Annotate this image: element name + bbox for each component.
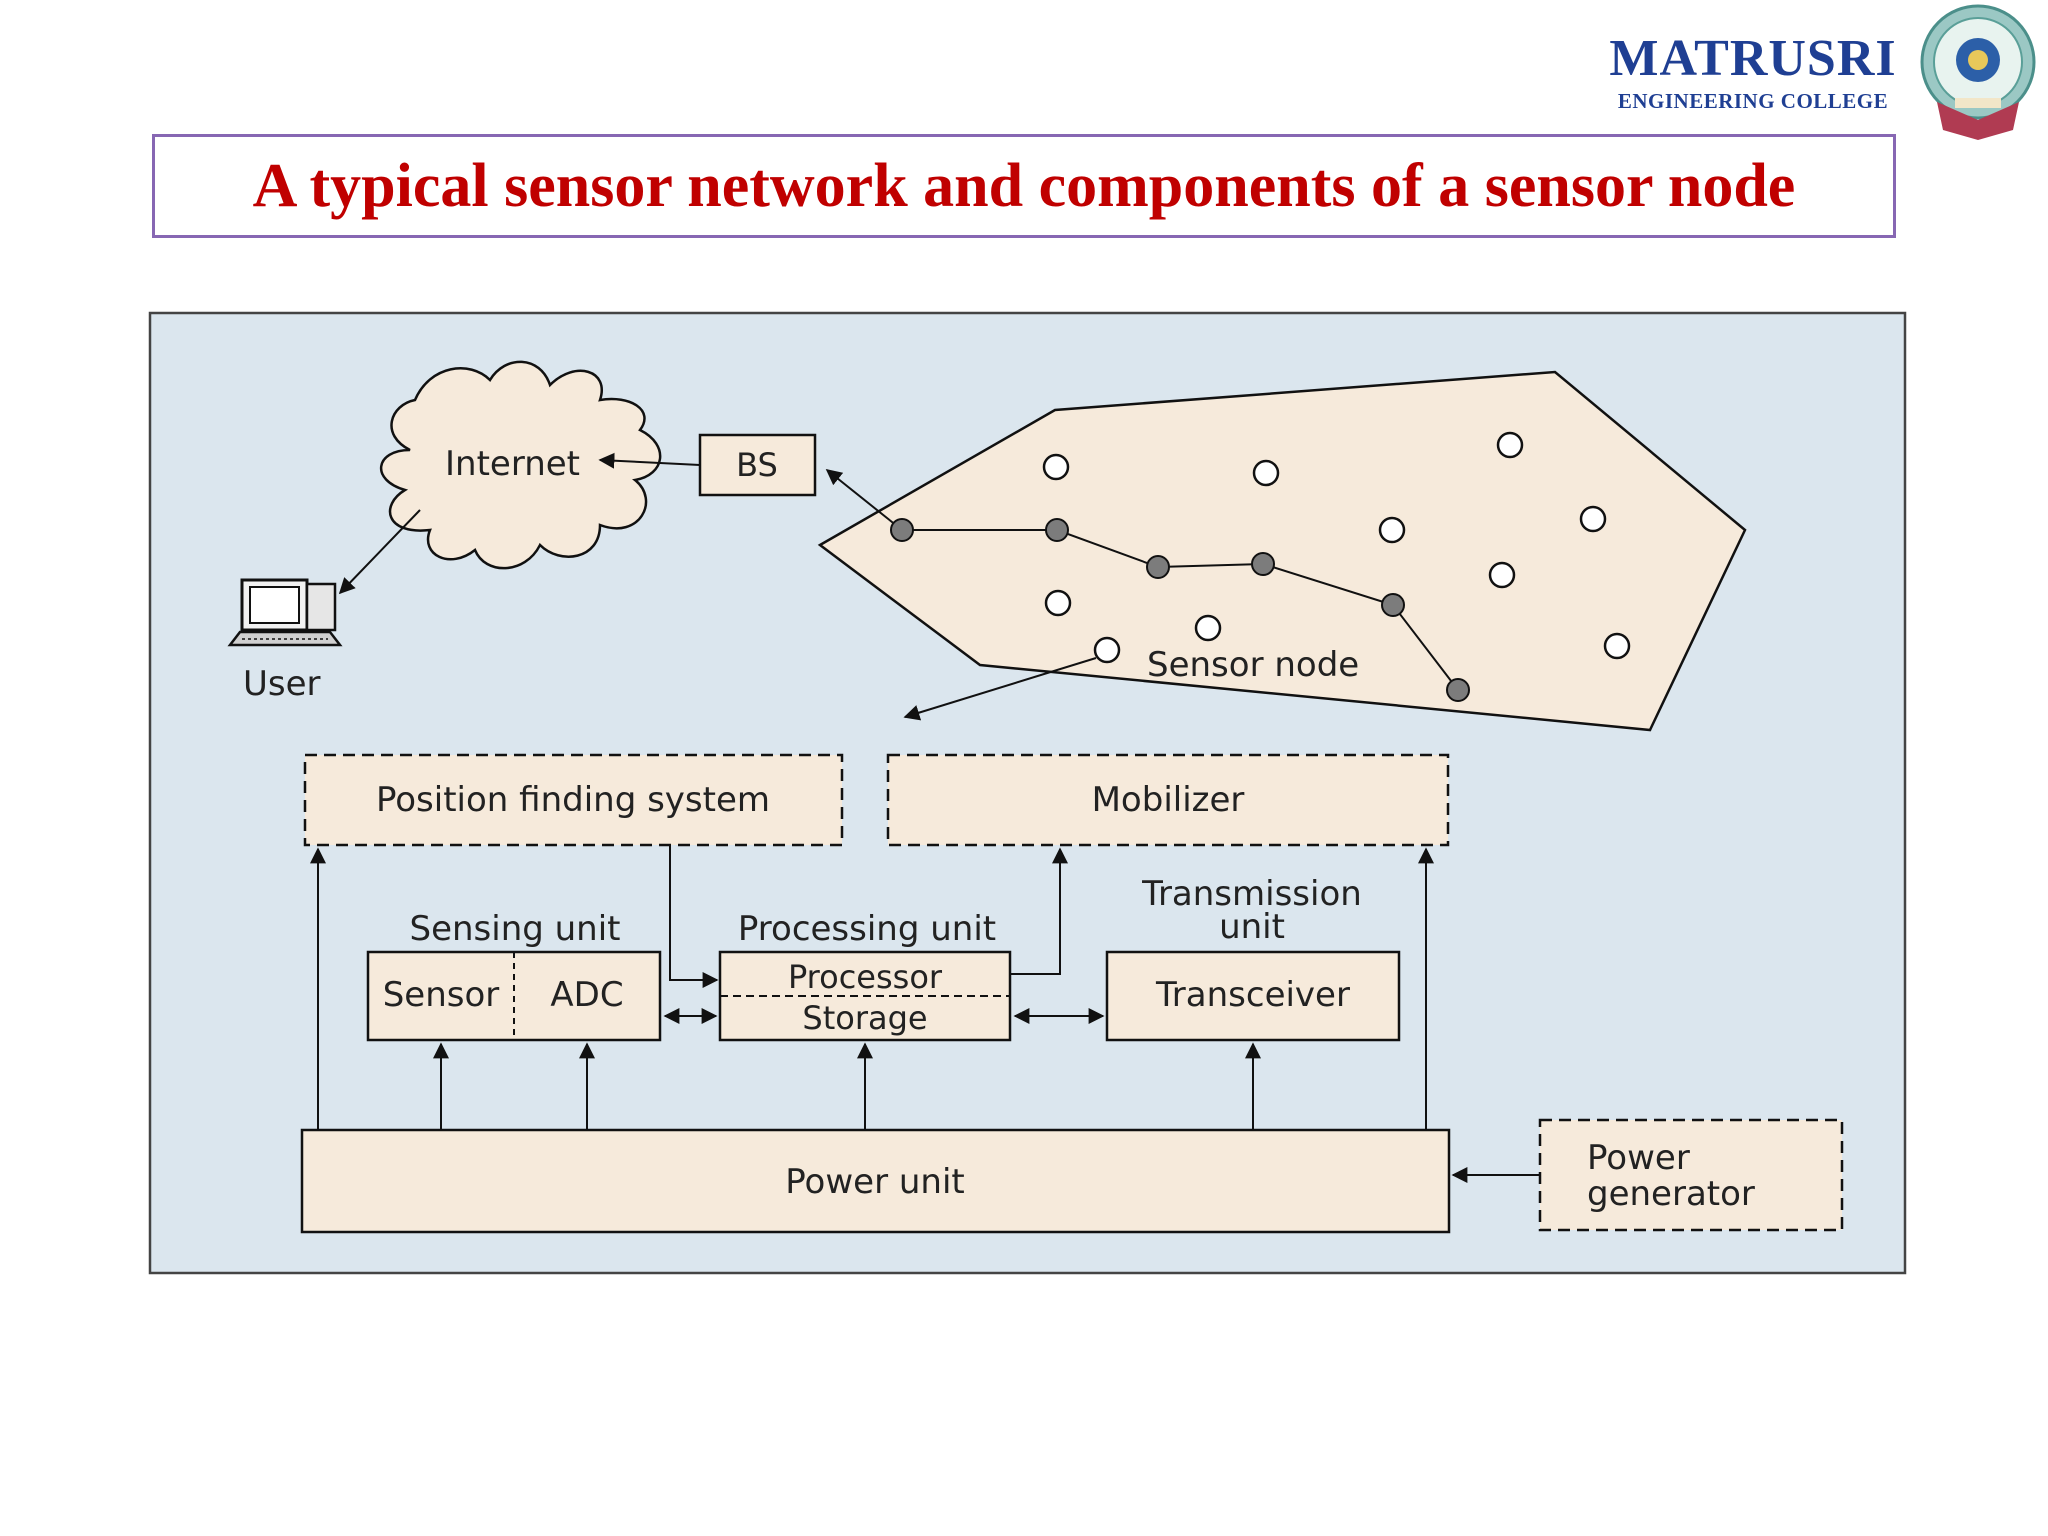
active-node <box>1251 552 1275 576</box>
active-node <box>1045 518 1069 542</box>
idle-node <box>1093 636 1121 664</box>
college-logo: MATRUSRI ENGINEERING COLLEGE <box>1598 30 1908 114</box>
position-to-processor-arrow <box>669 845 719 988</box>
slide-title: A typical sensor network and components … <box>252 151 1796 220</box>
idle-sensor-nodes <box>1042 431 1631 664</box>
idle-node <box>1044 589 1072 617</box>
college-emblem-icon <box>1920 4 2036 140</box>
active-node <box>1381 593 1405 617</box>
idle-node <box>1603 632 1631 660</box>
sensing-unit-label: Sensing unit <box>409 909 620 949</box>
active-sensor-nodes <box>890 518 1470 702</box>
sensor-label: Sensor <box>383 975 500 1015</box>
processor-label: Processor <box>788 958 943 996</box>
mobilizer-label: Mobilizer <box>1092 780 1245 820</box>
slide-title-box: A typical sensor network and components … <box>152 134 1896 238</box>
component-arrows <box>310 845 1540 1183</box>
position-finding-label: Position finding system <box>376 780 770 820</box>
transmission-unit-label-line2: unit <box>1219 907 1285 947</box>
processing-unit-label: Processing unit <box>738 909 996 949</box>
idle-node <box>1579 505 1607 533</box>
position-finding-box <box>303 753 844 847</box>
power-unit-label: Power unit <box>785 1162 964 1202</box>
bs-label: BS <box>736 446 778 484</box>
sensor-network-diagram: Internet User BS Sensor node Posi <box>148 311 1907 1275</box>
power-unit-box <box>300 1128 1451 1234</box>
idle-node <box>1194 614 1222 642</box>
power-generator-label-line2: generator <box>1587 1174 1755 1214</box>
logo-name: MATRUSRI <box>1609 30 1897 87</box>
idle-node <box>1042 453 1070 481</box>
transceiver-box <box>1105 950 1401 1042</box>
routing-path <box>902 529 1459 691</box>
internet-label: Internet <box>445 444 580 484</box>
transceiver-label: Transceiver <box>1155 975 1350 1015</box>
adc-label: ADC <box>550 975 623 1015</box>
mobilizer-box <box>886 753 1450 847</box>
storage-label: Storage <box>802 999 927 1037</box>
idle-node <box>1488 561 1516 589</box>
power-generator-label-line1: Power <box>1587 1138 1690 1178</box>
bs-to-internet-arrow <box>598 452 701 469</box>
user-label: User <box>243 664 321 704</box>
sensor-node-label: Sensor node <box>1147 645 1359 685</box>
transmission-unit-label-line1: Transmission <box>1141 874 1362 914</box>
active-node <box>1146 555 1170 579</box>
node-to-bs-arrow <box>825 469 903 531</box>
internet-to-user-arrow <box>338 509 421 595</box>
computer-icon <box>227 578 343 647</box>
idle-node <box>1496 431 1524 459</box>
node-detail-arrow <box>903 657 1097 721</box>
internet-cloud <box>379 360 662 570</box>
processor-to-mobilizer-arrow <box>1010 847 1068 975</box>
active-node <box>890 518 914 542</box>
idle-node <box>1252 459 1280 487</box>
idle-node <box>1378 516 1406 544</box>
active-node <box>1446 678 1470 702</box>
logo-subtitle: ENGINEERING COLLEGE <box>1617 89 1889 113</box>
